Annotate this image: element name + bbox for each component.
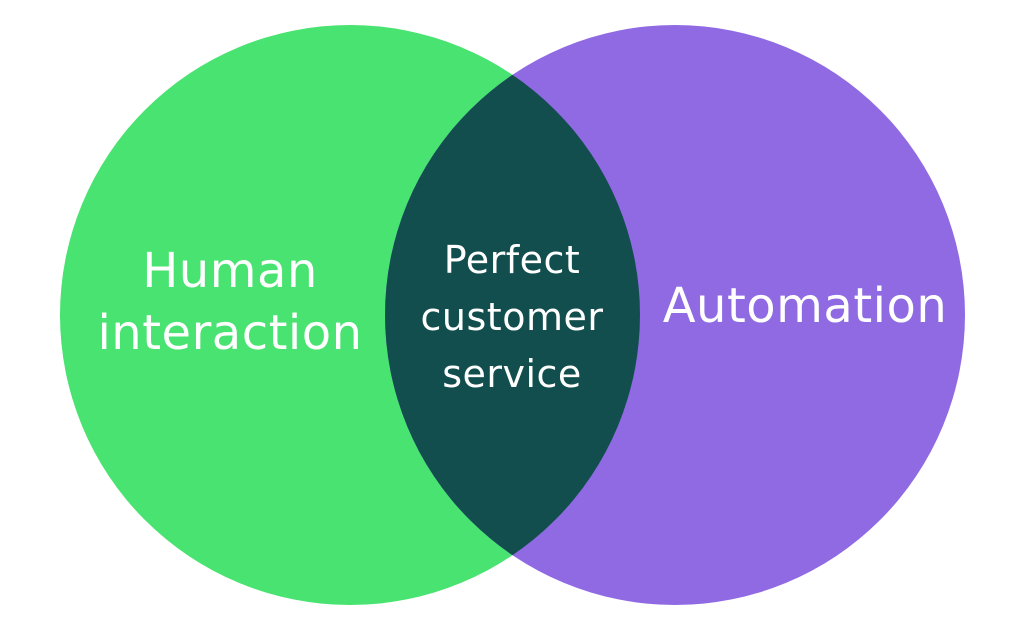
label-line: Automation <box>662 278 948 334</box>
label-line: Perfect <box>443 238 581 282</box>
label-line: Human <box>142 243 318 299</box>
label-line: service <box>442 352 582 396</box>
label-automation: Automation <box>640 278 970 336</box>
intersection-region <box>385 25 640 605</box>
label-line: customer <box>420 295 604 339</box>
label-line: interaction <box>97 305 363 361</box>
label-human-interaction: Human interaction <box>80 240 380 364</box>
label-perfect-customer-service: Perfect customer service <box>400 232 624 403</box>
